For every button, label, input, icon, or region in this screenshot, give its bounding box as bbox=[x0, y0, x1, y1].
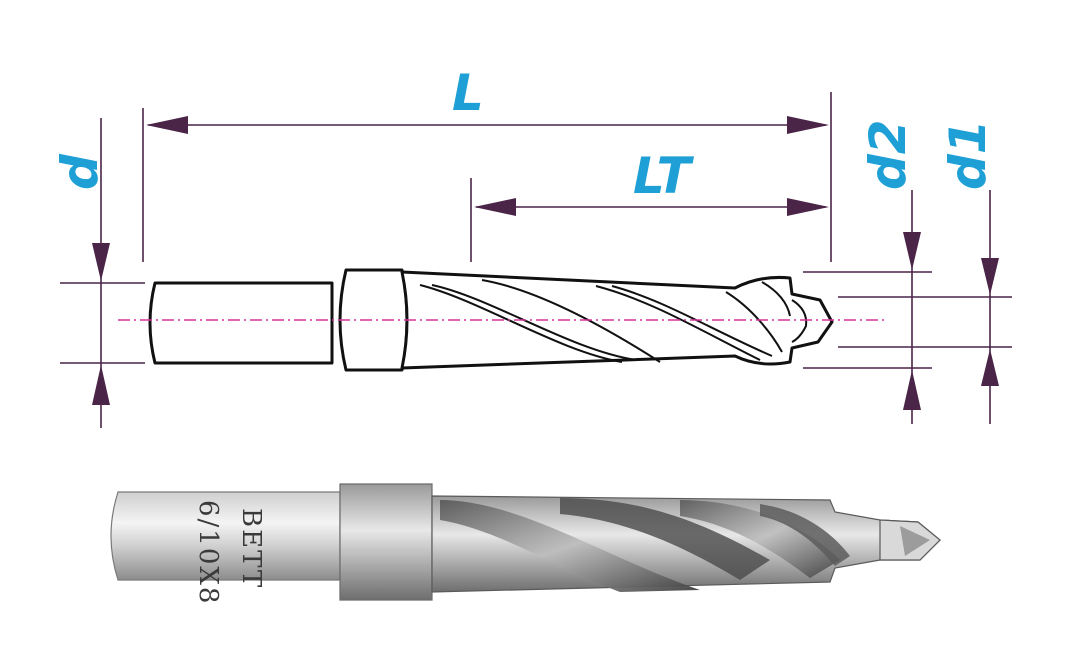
engraving-brand: BETT bbox=[236, 508, 266, 589]
dimension-LT bbox=[470, 178, 829, 262]
dimension-d bbox=[60, 118, 145, 428]
dimension-d2 bbox=[803, 190, 932, 424]
label-d1: d1 bbox=[939, 119, 997, 190]
photo-shank bbox=[110, 491, 341, 581]
label-d2: d2 bbox=[859, 119, 917, 190]
shank-outline bbox=[148, 281, 334, 365]
label-L: L bbox=[452, 64, 484, 122]
dimension-d1 bbox=[838, 190, 1012, 424]
photo-collar bbox=[339, 483, 433, 601]
collar-outline bbox=[338, 268, 409, 372]
engraving-size: 6/10X8 bbox=[193, 500, 223, 605]
dimension-L bbox=[142, 92, 832, 262]
drill-photo: 6/10X8 BETT bbox=[110, 483, 941, 605]
label-d: d bbox=[51, 153, 109, 190]
drill-line-drawing bbox=[148, 268, 834, 372]
label-LT: LT bbox=[633, 147, 695, 205]
step-body-outline bbox=[400, 270, 834, 370]
